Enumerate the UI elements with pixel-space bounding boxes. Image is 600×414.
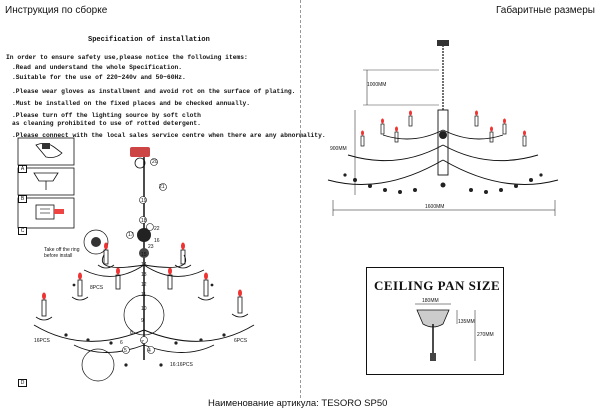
callout-num-23: 23 <box>148 244 154 250</box>
right-header: Габаритные размеры <box>495 5 595 16</box>
callout-8pcs: 8PCS <box>90 285 104 291</box>
spec-list: .Read and understand the whole Specifica… <box>12 64 326 140</box>
ceiling-pan-panel: CEILING PAN SIZE 180MM 135MM 270MM <box>366 267 504 375</box>
step-label-a: A <box>18 165 27 173</box>
spec-item: .Must be installed on the fixed places a… <box>12 100 251 107</box>
step-label-d: D <box>18 379 27 387</box>
callout-16pcs: 16PCS <box>34 338 50 344</box>
callout-num-11: 11 <box>141 292 147 298</box>
callout-take-off: Take off the ring <box>44 247 80 253</box>
spec-item: .Read and understand the whole Specifica… <box>12 64 183 71</box>
callout-num-4: 4 <box>148 348 151 354</box>
callout-num-22: 22 <box>154 226 160 232</box>
callout-num-8: 8 <box>130 330 133 336</box>
callout-num-9: 9 <box>141 318 144 324</box>
dim-width: 1600MM <box>425 204 445 210</box>
pan-depth: 135MM <box>458 319 475 325</box>
callout-num-21: 21 <box>159 184 165 190</box>
spec-title: Specification of installation <box>88 36 210 44</box>
callout-num-18: 18 <box>141 218 147 224</box>
callout-num-6: 6 <box>120 340 123 346</box>
ceiling-pan-title: CEILING PAN SIZE <box>374 278 501 293</box>
callout-num-7: 7 <box>141 340 144 346</box>
spec-item: .Suitable for the use of 220~240v and 50… <box>12 74 186 81</box>
article-name: Наименование артикула: TESORO SP50 <box>208 398 388 409</box>
left-header: Инструкция по сборке <box>5 5 108 16</box>
assembly-diagram <box>17 137 255 382</box>
callout-num-17: 17 <box>128 232 134 238</box>
callout-num-16: 16 <box>154 238 160 244</box>
spec-item: .Please wear gloves as installment and a… <box>12 88 296 95</box>
dim-height-top: 1000MM <box>367 82 387 88</box>
spec-item: .Please connect with the local sales ser… <box>12 132 326 139</box>
callout-num-20: 20 <box>152 159 158 165</box>
page-divider <box>300 0 301 398</box>
callout-num-19: 19 <box>141 198 147 204</box>
callout-num-12: 12 <box>141 282 147 288</box>
dim-height-body: 900MM <box>330 146 347 152</box>
pan-total: 270MM <box>477 332 494 338</box>
spec-intro: In order to ensure safety use,please not… <box>6 54 248 61</box>
callout-6pcs: 6PCS <box>234 338 248 344</box>
dimension-drawing <box>327 40 559 216</box>
spec-item: as cleaning prohibited to use of rotted … <box>12 120 201 127</box>
step-label-b: B <box>18 195 27 203</box>
callout-num-5: 5 <box>124 348 127 354</box>
callout-num-13: 13 <box>141 272 147 278</box>
callout-num-10: 10 <box>141 306 147 312</box>
callout-before-install: before install <box>44 253 73 259</box>
callout-num-14: 14 <box>141 262 147 268</box>
spec-item: .Please turn off the lighting source by … <box>12 112 201 119</box>
pan-width: 180MM <box>422 298 439 304</box>
step-label-c: C <box>18 227 27 235</box>
ceiling-pan-drawing <box>415 303 476 361</box>
callout-num-15: 15 <box>141 252 147 258</box>
callout-16-16pcs: 16:16PCS <box>170 362 193 368</box>
